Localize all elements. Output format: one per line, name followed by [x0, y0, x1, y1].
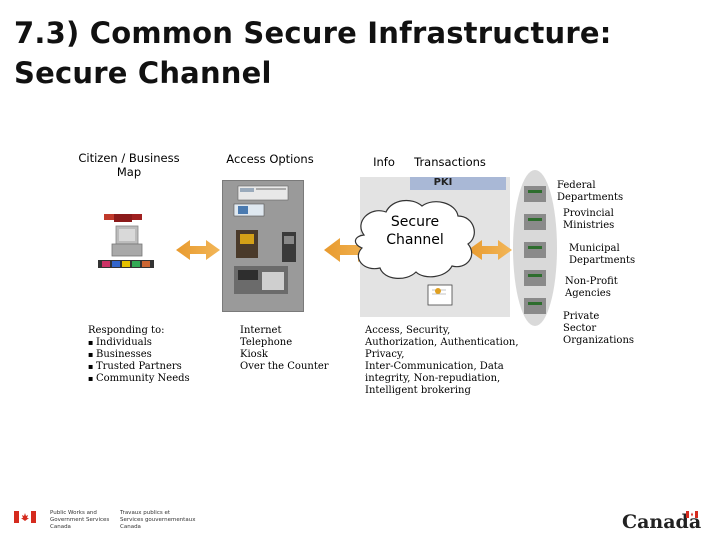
server-stack-icon-1: [524, 186, 546, 202]
pki-label: PKI: [433, 177, 453, 188]
canada-flag-icon: [14, 511, 36, 523]
kiosk-icon: [236, 230, 296, 262]
canada-wordmark: Canada: [622, 511, 702, 533]
server-stack-icon-5: [524, 298, 546, 314]
access-options-list: Internet Telephone Kiosk Over the Counte…: [240, 325, 329, 373]
column-header-info: Info: [373, 155, 395, 169]
counter-icon: [234, 266, 288, 294]
server-stack-icon-4: [524, 270, 546, 286]
list-item: Individuals: [88, 337, 190, 349]
departments-column: [513, 170, 557, 326]
responding-list: Responding to: Individuals Businesses Tr…: [88, 325, 190, 385]
list-item: Community Needs: [88, 373, 190, 385]
left-double-arrow: [176, 240, 220, 260]
column-header-access-options: Access Options: [226, 152, 314, 166]
list-item: Privacy,: [365, 349, 405, 360]
right-double-arrow: [468, 240, 512, 260]
computer-icon: [111, 225, 143, 257]
list-item: Internet: [240, 325, 282, 336]
cloud-label-line-2: Channel: [386, 232, 444, 248]
pki-bar: [410, 177, 506, 190]
envelope-icon: [104, 214, 142, 222]
citizen-map-graphic: [98, 214, 154, 268]
list-item: Trusted Partners: [88, 361, 190, 373]
map-strip-icon: [98, 260, 154, 268]
server-stack-icon-3: [524, 242, 546, 258]
internet-icon: [237, 185, 289, 201]
column-header-map: Citizen / Business Map: [78, 151, 180, 179]
wordmark-flag-icon: [686, 511, 698, 518]
cloud-label-line-1: Secure: [390, 214, 440, 230]
column-header-transactions: Transactions: [414, 155, 486, 169]
list-item: Inter-Communication, Data: [365, 361, 504, 372]
document-icon: [427, 284, 453, 306]
list-item: Telephone: [240, 337, 293, 348]
server-stack-icon-2: [524, 214, 546, 230]
list-item: Kiosk: [240, 349, 268, 360]
list-item: integrity, Non-repudiation,: [365, 373, 501, 384]
telephone-icon: [233, 203, 265, 217]
list-item: Over the Counter: [240, 361, 329, 372]
access-options-images: [233, 185, 296, 294]
responding-heading: Responding to:: [88, 325, 165, 336]
slide-title-line-1: 7.3) Common Secure Infrastructure:: [14, 16, 612, 50]
list-item: Authorization, Authentication,: [365, 337, 519, 348]
list-item: Intelligent brokering: [365, 385, 471, 396]
services-list: Access, Security, Authorization, Authent…: [365, 325, 519, 397]
list-item: Businesses: [88, 349, 190, 361]
slide-title-line-2: Secure Channel: [14, 56, 272, 90]
secure-channel-cloud: [354, 199, 475, 279]
list-item: Access, Security,: [365, 325, 451, 336]
